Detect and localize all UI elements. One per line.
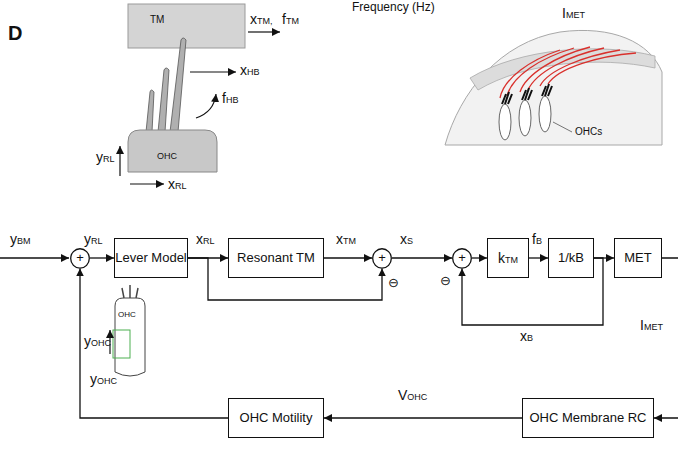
junction-circle bbox=[373, 248, 392, 267]
displacement-arrow bbox=[119, 146, 120, 176]
current-line bbox=[507, 48, 574, 96]
signal-wire bbox=[80, 268, 228, 418]
input-wire bbox=[0, 257, 69, 258]
signal-wire bbox=[654, 258, 678, 418]
signal-name: yRL bbox=[84, 232, 103, 247]
minus-sign: ⊖ bbox=[388, 276, 399, 290]
part-label: OHC bbox=[118, 311, 136, 320]
hair-cell-body bbox=[499, 104, 511, 140]
process-box: Resonant TM bbox=[228, 238, 324, 278]
displacement-arrow bbox=[248, 31, 280, 32]
signal-name: xTM, bbox=[250, 12, 273, 27]
organ-of-corti bbox=[445, 30, 662, 145]
process-box: Lever Model bbox=[114, 238, 188, 278]
minus-sign: ⊖ bbox=[440, 274, 451, 288]
box-label: + bbox=[76, 251, 84, 266]
hair-cell-body bbox=[519, 100, 531, 136]
box-label: Lever Model bbox=[115, 251, 187, 266]
axis-title: Frequency (Hz) bbox=[352, 1, 435, 14]
signal-wire bbox=[324, 417, 522, 418]
signal-name: fB bbox=[532, 232, 542, 247]
part-label: TM bbox=[150, 14, 164, 25]
box-label: + bbox=[378, 251, 386, 266]
current-line bbox=[528, 48, 604, 90]
displacement-arrow bbox=[130, 183, 164, 184]
process-box: OHC Motility bbox=[228, 398, 324, 438]
current-line bbox=[540, 50, 620, 86]
force-arrow bbox=[196, 94, 216, 118]
signal-name: xS bbox=[400, 232, 413, 247]
box-label: + bbox=[458, 251, 466, 266]
summing-junction: + bbox=[372, 248, 392, 269]
hair-bundle bbox=[122, 285, 138, 298]
signal-name: xB bbox=[520, 329, 533, 344]
process-box: OHC Membrane RC bbox=[522, 398, 654, 438]
signal-name: VOHC bbox=[398, 388, 427, 403]
box-label: 1/kB bbox=[558, 251, 584, 266]
part-label: OHCs bbox=[575, 126, 602, 137]
junction-circle bbox=[71, 248, 90, 267]
signal-name: yOHC bbox=[90, 372, 117, 387]
junction-circle bbox=[453, 248, 472, 267]
signal-name: xHB bbox=[240, 63, 260, 78]
signal-name: xTM bbox=[336, 232, 356, 247]
process-box: MET bbox=[614, 238, 662, 278]
stereocilium bbox=[146, 90, 154, 132]
signal-name: yRL bbox=[96, 150, 115, 165]
signal-wire bbox=[529, 257, 548, 258]
gain-box: 1/kB bbox=[548, 238, 594, 278]
signal-name: fTM bbox=[282, 12, 299, 27]
box-label: kTM bbox=[498, 250, 518, 266]
box-label: OHC Motility bbox=[240, 411, 313, 426]
hair-cell-body bbox=[539, 96, 551, 132]
stereocilium bbox=[170, 38, 186, 132]
signal-wire bbox=[392, 257, 452, 258]
tectorial-membrane bbox=[470, 49, 655, 90]
displacement-arrow bbox=[190, 71, 236, 72]
summing-junction: + bbox=[70, 248, 90, 269]
signal-wire bbox=[472, 257, 487, 258]
displaced-cell-outline bbox=[113, 330, 130, 358]
signal-name: IMET bbox=[562, 6, 585, 21]
signal-name: yOHC bbox=[84, 334, 111, 349]
hair-bundle bbox=[542, 84, 552, 96]
hair-bundle bbox=[522, 88, 532, 100]
leader-line bbox=[553, 122, 572, 132]
outer-hair-cell bbox=[128, 130, 217, 172]
summing-junction: + bbox=[452, 248, 472, 269]
part-label: OHC bbox=[157, 152, 177, 162]
hair-bundle bbox=[502, 92, 512, 104]
signal-name: xRL bbox=[168, 177, 187, 192]
tectorial-membrane bbox=[128, 4, 245, 48]
box-label: MET bbox=[624, 251, 651, 266]
panel-letter: D bbox=[8, 22, 22, 44]
signal-name: fHB bbox=[222, 91, 238, 106]
gain-box: kTM bbox=[487, 238, 529, 278]
signal-wire bbox=[90, 257, 114, 258]
signal-name: xRL bbox=[196, 232, 215, 247]
signal-name: yBM bbox=[10, 232, 31, 247]
signal-name: IMET bbox=[640, 318, 663, 333]
box-label: OHC Membrane RC bbox=[529, 411, 646, 426]
box-label: Resonant TM bbox=[237, 251, 315, 266]
stereocilium bbox=[158, 68, 169, 132]
signal-wire bbox=[324, 257, 372, 258]
current-line bbox=[548, 53, 636, 84]
